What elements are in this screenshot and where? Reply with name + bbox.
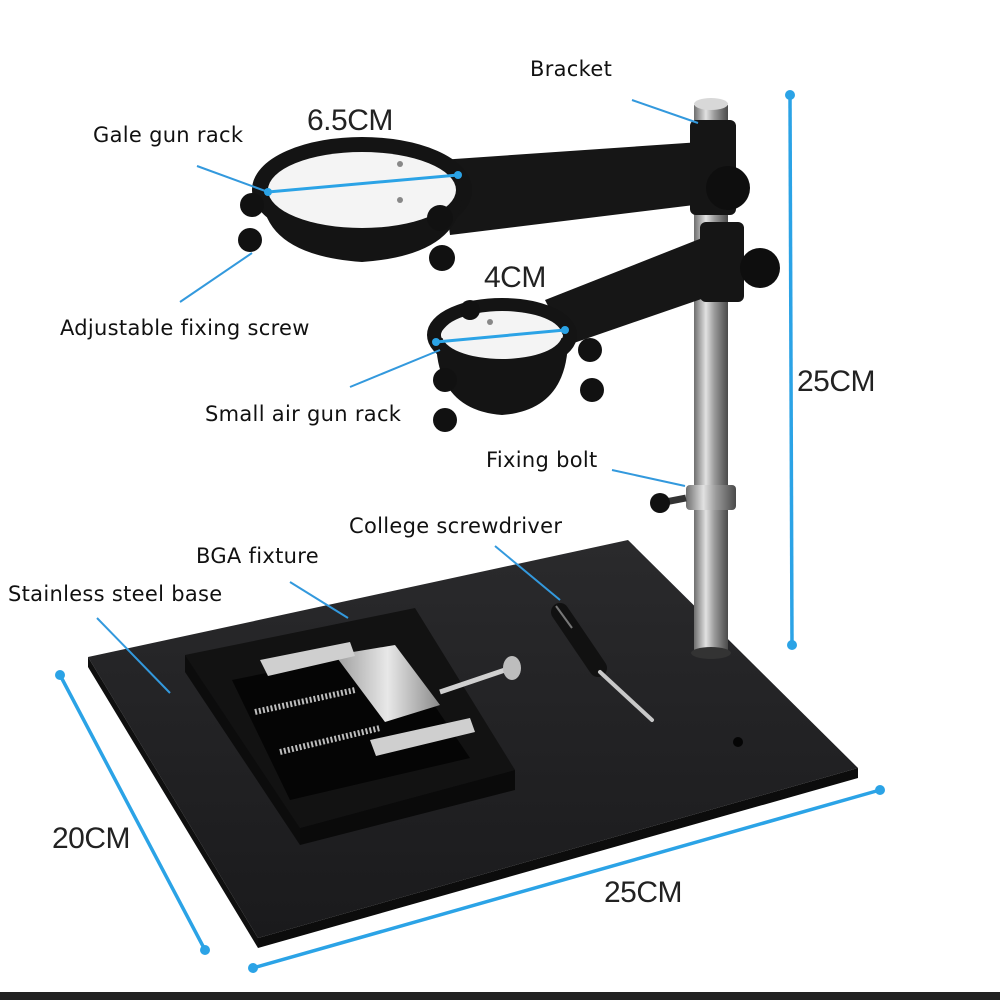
small-ring-dimension: 4CM xyxy=(484,261,546,294)
bracket-leader xyxy=(631,99,699,124)
adjustable-fixing-screw-leader xyxy=(179,252,253,303)
callout-lines xyxy=(96,99,699,694)
bga-fixture xyxy=(185,608,521,845)
college-screwdriver-label: College screwdriver xyxy=(349,514,563,538)
small-ring-diameter-line xyxy=(435,328,566,344)
gale-gun-rack-leader xyxy=(196,165,269,193)
large-ring-diameter-line xyxy=(267,173,459,194)
width-dimension-line xyxy=(252,788,881,970)
height-dimension: 25CM xyxy=(797,365,876,398)
depth-dimension: 20CM xyxy=(52,822,131,855)
stainless-steel-base-leader xyxy=(96,617,171,694)
fixing-bolt-leader xyxy=(611,469,686,487)
college-screwdriver-leader xyxy=(494,545,561,601)
small-air-gun-rack-label: Small air gun rack xyxy=(205,402,402,426)
large-ring-dimension: 6.5CM xyxy=(307,104,393,137)
bga-fixture-leader xyxy=(289,581,349,619)
adjustable-fixing-screw-label: Adjustable fixing screw xyxy=(60,316,310,340)
dimension-lines xyxy=(55,90,885,973)
gale-gun-rack-illustration xyxy=(238,120,750,271)
college-screwdriver-illustration xyxy=(551,603,654,722)
small-air-gun-rack-illustration xyxy=(427,222,780,432)
bottom-border xyxy=(0,992,1000,1000)
small-air-gun-rack-leader xyxy=(349,349,441,388)
fixing-bolt-label: Fixing bolt xyxy=(486,448,598,472)
stainless-steel-base-label: Stainless steel base xyxy=(8,582,223,606)
height-dimension-line xyxy=(788,94,794,646)
depth-dimension-line xyxy=(58,674,207,951)
bga-fixture-label: BGA fixture xyxy=(196,544,319,568)
bracket-label: Bracket xyxy=(530,57,613,81)
width-dimension: 25CM xyxy=(604,876,683,909)
gale-gun-rack-label: Gale gun rack xyxy=(93,123,244,147)
